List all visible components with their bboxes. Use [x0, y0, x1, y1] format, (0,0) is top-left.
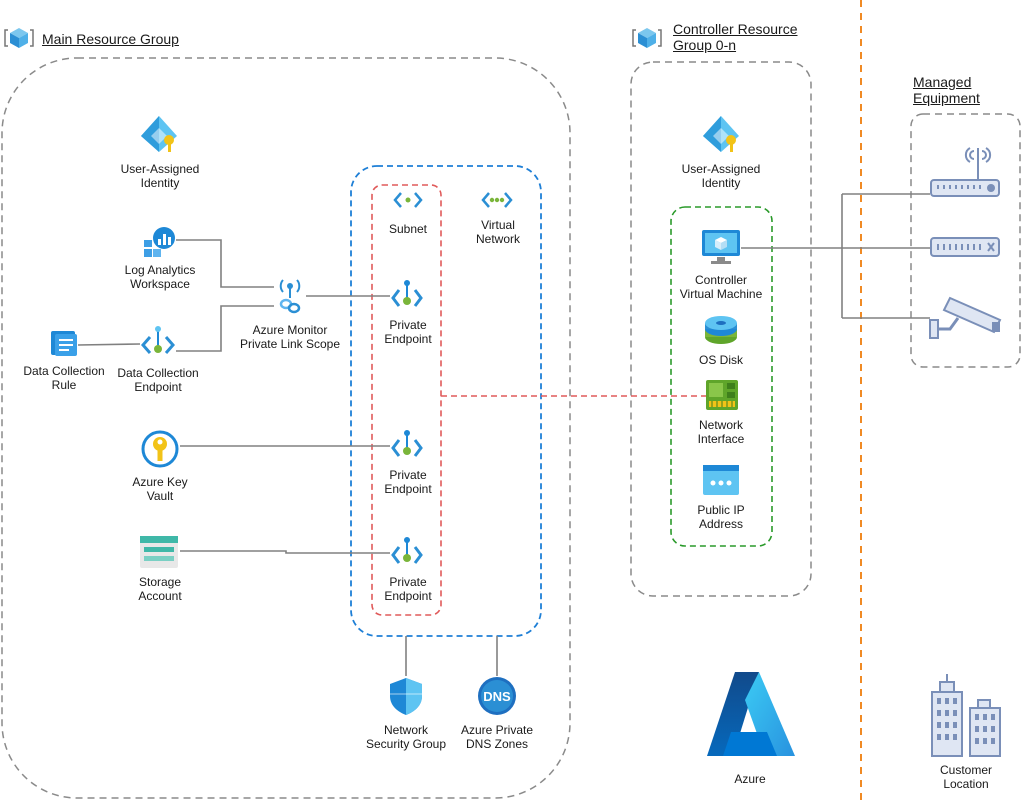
managed-equipment-border: [910, 113, 1021, 368]
data-collection-endpoint-icon: [140, 325, 176, 361]
private-endpoint-icon: [390, 279, 424, 313]
controller-resource-group-border: [630, 61, 812, 597]
key-vault-label: Azure Key Vault: [132, 475, 188, 503]
managed-identity-icon: [139, 114, 179, 154]
vnet-label: Virtual Network: [475, 218, 520, 246]
subnet-border: [371, 184, 442, 616]
azure-logo-icon: [705, 670, 797, 758]
private-endpoint-icon: [390, 429, 424, 463]
storage-label: Storage Account: [138, 575, 182, 603]
connector-storage-pe3: [180, 550, 390, 554]
main-resource-group-border: [1, 57, 571, 799]
dns-label: Azure Private DNS Zones: [460, 723, 534, 751]
pip-label: Public IP Address: [697, 503, 745, 531]
main-identity-label: User-Assigned Identity: [120, 162, 200, 190]
data-collection-rule-icon: [50, 330, 78, 358]
log-analytics-label: Log Analytics Workspace: [124, 263, 196, 291]
wifi-router-icon: [930, 140, 1002, 200]
private-endpoint-2-label: Private Endpoint: [384, 468, 432, 496]
dns-icon-text: DNS: [483, 689, 511, 704]
network-switch-icon: [930, 236, 1002, 260]
controller-identity-label: User-Assigned Identity: [681, 162, 761, 190]
private-dns-zone-icon: DNS: [477, 676, 517, 716]
virtual-machine-icon: [701, 229, 741, 267]
dcr-label: Data Collection Rule: [23, 364, 105, 392]
connector-dce-pls: [176, 305, 274, 352]
subnet-label: Subnet: [388, 222, 428, 236]
virtual-network-icon: [481, 190, 513, 210]
resource-group-cube-icon: [632, 24, 662, 52]
private-link-scope-icon: [274, 276, 306, 316]
key-vault-icon: [141, 430, 179, 468]
main-resource-group-title: Main Resource Group: [42, 31, 179, 47]
azure-label: Azure: [734, 772, 766, 786]
managed-equipment-title: Managed Equipment: [913, 74, 980, 106]
monitor-pls-label: Azure Monitor Private Link Scope: [239, 323, 341, 351]
private-endpoint-1-label: Private Endpoint: [384, 318, 432, 346]
storage-account-icon: [139, 535, 179, 569]
resource-group-cube-icon: [4, 24, 34, 52]
controller-resource-group-title: Controller Resource Group 0-n: [673, 21, 798, 53]
log-analytics-icon: [142, 226, 176, 258]
os-disk-label: OS Disk: [698, 353, 743, 367]
os-disk-icon: [703, 315, 739, 347]
dce-label: Data Collection Endpoint: [117, 366, 199, 394]
private-endpoint-icon: [390, 536, 424, 570]
nsg-label: Network Security Group: [365, 723, 447, 751]
virtual-network-border: [350, 165, 542, 637]
security-camera-icon: [928, 292, 1004, 342]
customer-location-buildings-icon: [928, 672, 1004, 758]
public-ip-icon: [702, 464, 740, 496]
customer-location-label: Customer Location: [939, 763, 992, 791]
connector-dcr-dce: [77, 343, 141, 346]
network-interface-icon: [705, 379, 739, 411]
network-security-group-icon: [388, 676, 424, 716]
private-endpoint-3-label: Private Endpoint: [384, 575, 432, 603]
vm-group-border: [670, 206, 773, 547]
connector-law-pls: [176, 239, 274, 288]
subnet-icon: [393, 190, 423, 210]
nic-label: Network Interface: [697, 418, 745, 446]
managed-identity-icon: [701, 114, 741, 154]
vm-label: Controller Virtual Machine: [679, 273, 763, 301]
